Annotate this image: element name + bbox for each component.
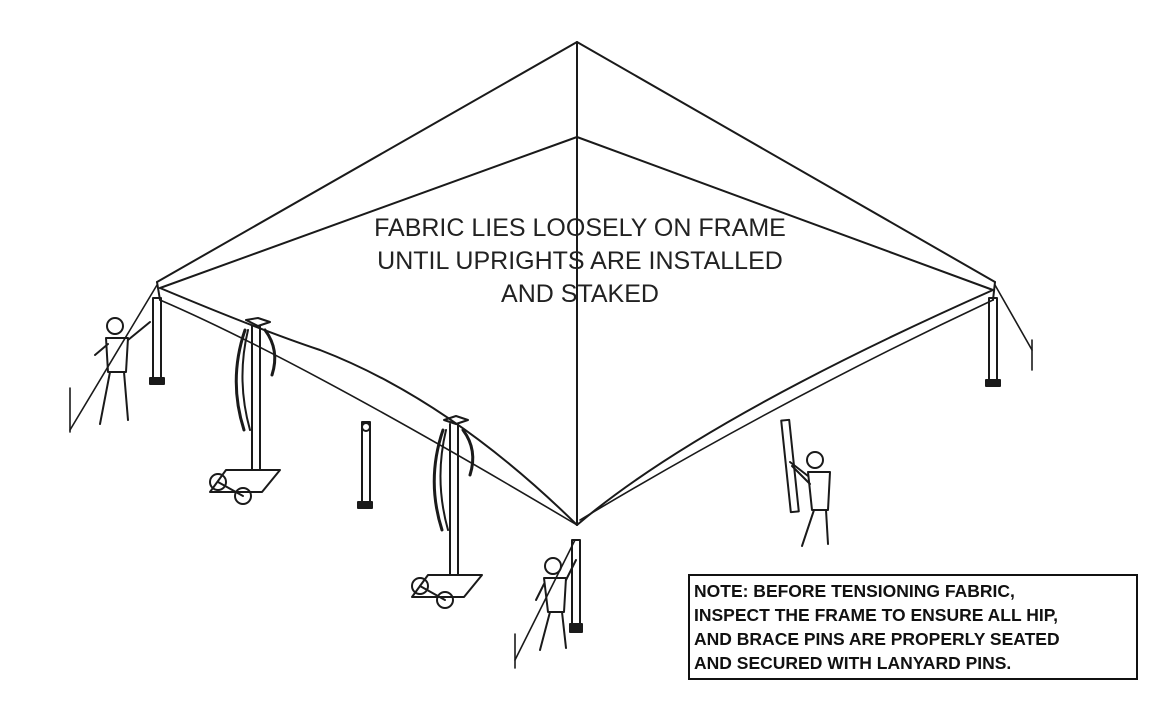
left-guy-rope bbox=[69, 284, 158, 431]
upright-middle-top bbox=[361, 422, 371, 432]
tent-roof bbox=[156, 41, 996, 526]
worker-left bbox=[94, 317, 151, 425]
left-front-eave bbox=[159, 287, 578, 526]
jack1-base bbox=[209, 469, 281, 493]
jack2-base bbox=[411, 574, 483, 598]
upright-front bbox=[571, 539, 581, 629]
caption-line-2: UNTIL UPRIGHTS ARE INSTALLED bbox=[377, 247, 783, 275]
note-line-3: AND BRACE PINS ARE PROPERLY SEATED bbox=[694, 629, 1060, 649]
upright-middle bbox=[361, 421, 371, 505]
guy-ropes bbox=[69, 284, 1033, 669]
right-front-eave bbox=[576, 289, 994, 526]
left-front-eave-inner bbox=[159, 299, 578, 526]
upright-front-base bbox=[569, 623, 583, 633]
lift-jack-2 bbox=[411, 415, 483, 609]
note-line-2: INSPECT THE FRAME TO ENSURE ALL HIP, bbox=[694, 605, 1058, 625]
upright-right-base bbox=[985, 379, 1001, 387]
right-front-eave-inner bbox=[579, 299, 994, 521]
jack1-head bbox=[245, 317, 271, 327]
front-guy-rope bbox=[514, 539, 576, 661]
caption-line-1: FABRIC LIES LOOSELY ON FRAME bbox=[374, 214, 786, 242]
upright-middle-base bbox=[357, 501, 373, 509]
fabric-caption: FABRIC LIES LOOSELY ON FRAME UNTIL UPRIG… bbox=[300, 212, 860, 311]
note-box: NOTE: BEFORE TENSIONING FABRIC, INSPECT … bbox=[688, 574, 1138, 680]
lift-jack-1 bbox=[209, 317, 281, 505]
note-line-1: NOTE: BEFORE TENSIONING FABRIC, bbox=[694, 581, 1015, 601]
uprights bbox=[149, 297, 1001, 633]
worker-front bbox=[535, 557, 577, 651]
worker-right-upright bbox=[780, 418, 800, 514]
note-line-4: AND SECURED WITH LANYARD PINS. bbox=[694, 653, 1012, 673]
caption-line-3: AND STAKED bbox=[501, 280, 659, 308]
right-guy-rope bbox=[994, 284, 1033, 351]
upright-left bbox=[152, 297, 162, 384]
upright-right bbox=[988, 297, 998, 384]
jack2-head bbox=[443, 415, 469, 425]
upright-left-base bbox=[149, 377, 165, 385]
worker-right bbox=[780, 418, 831, 547]
